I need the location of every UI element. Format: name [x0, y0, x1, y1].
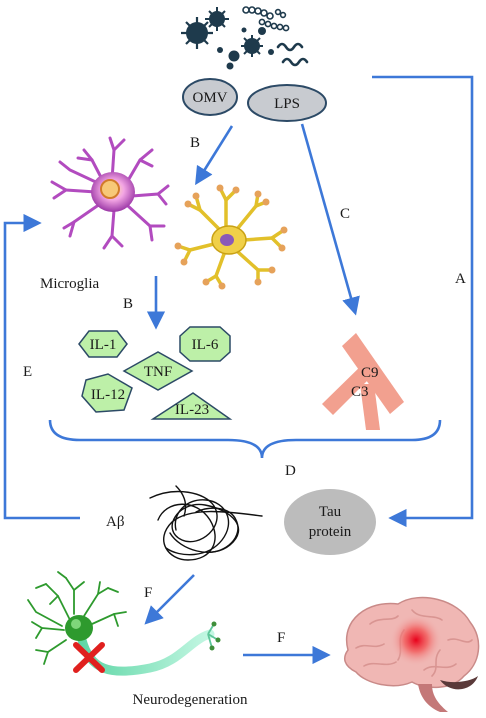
label-b-top: B: [190, 135, 200, 151]
complement-c9-c3: C9 C3: [322, 333, 404, 430]
cytokine-il1: IL-1: [78, 330, 128, 358]
bacterium-spiky-3: [241, 35, 263, 57]
amyloid-fibril-tangle-icon: [149, 485, 263, 561]
arrow-f-abeta-to-neuron: [144, 574, 195, 625]
cytokine-il12: IL-12: [81, 373, 133, 413]
label-b-mid: B: [123, 296, 133, 312]
lps-pill: LPS: [247, 84, 327, 122]
microglia-label: Microglia: [40, 276, 99, 292]
bacterium-spiky-1: [181, 17, 213, 49]
astrocyte-cell-icon: [174, 184, 288, 290]
cytokine-tnf: TNF: [122, 351, 194, 391]
damaged-neuron-icon: [27, 571, 221, 676]
damage-cross-icon: [73, 642, 105, 673]
bacteria-cluster-icon: [181, 6, 309, 70]
il12-label: IL-12: [91, 387, 125, 403]
lps-label: LPS: [274, 96, 300, 112]
tau-protein-node: Tau protein: [284, 489, 376, 555]
label-d: D: [285, 463, 296, 479]
label-f-right: F: [277, 630, 285, 646]
il23-label: IL-23: [175, 402, 209, 418]
brain-icon: [343, 596, 480, 712]
brace-d: [48, 419, 442, 459]
neurodegeneration-label: Neurodegeneration: [133, 692, 248, 708]
bacterium-spiky-2: [205, 7, 229, 31]
label-c: C: [340, 206, 350, 222]
label-e: E: [23, 364, 32, 380]
cytokine-il23: IL-23: [150, 392, 233, 420]
cytokine-il6: IL-6: [179, 326, 231, 362]
arrow-c-lps-to-complement: [300, 123, 360, 316]
il6-label: IL-6: [192, 337, 219, 353]
c9-label: C9: [361, 365, 379, 381]
complement-stem: [360, 384, 380, 430]
il1-label: IL-1: [90, 337, 117, 353]
complement-c3-bar: [322, 360, 377, 415]
c3-label: C3: [351, 384, 369, 400]
tau-line1: Tau: [319, 504, 342, 520]
arrow-e-abeta-to-microglia: [3, 213, 80, 520]
omv-label: OMV: [192, 90, 227, 106]
bacteria-chain: [242, 6, 290, 32]
omv-pill: OMV: [182, 78, 238, 116]
tau-line2: protein: [309, 524, 352, 540]
label-f-left: F: [144, 585, 152, 601]
tnf-label: TNF: [144, 364, 172, 380]
bacteria-spirals: [276, 42, 309, 67]
label-a: A: [455, 271, 466, 287]
arrow-a-bacteria-to-tau: [372, 75, 474, 528]
microglia-cell-icon: [50, 136, 170, 250]
abeta-label: Aβ: [106, 514, 124, 530]
arrow-b-omv-to-glia: [195, 125, 234, 186]
